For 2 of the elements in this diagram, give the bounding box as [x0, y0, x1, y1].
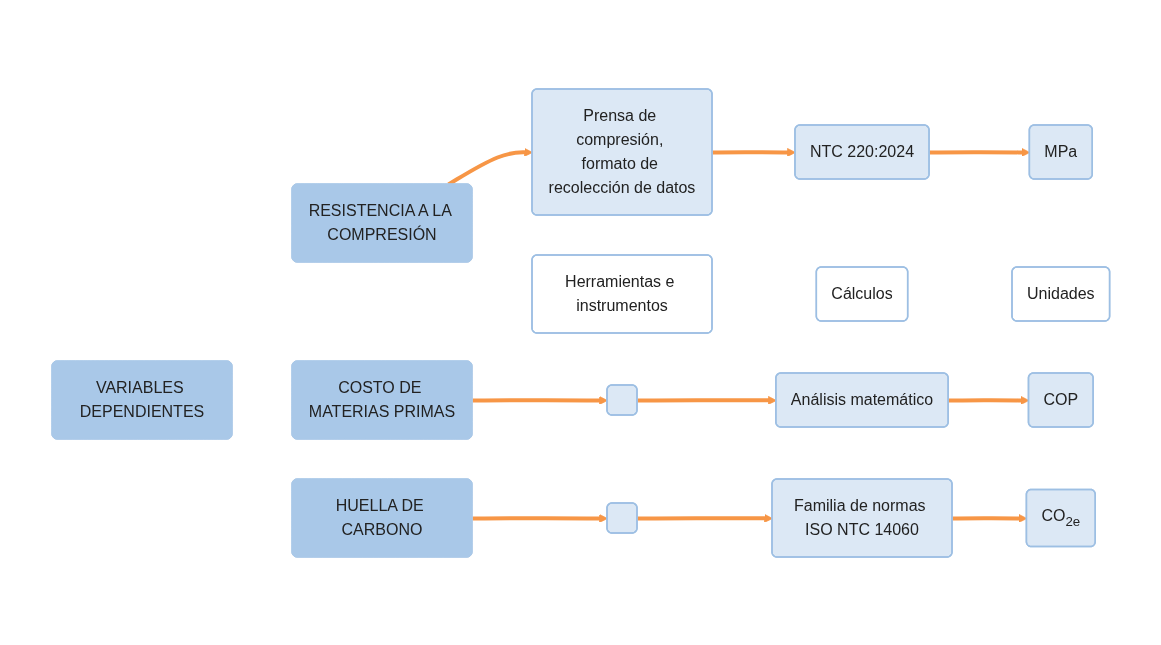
arrow	[952, 513, 1027, 523]
arrow	[929, 147, 1030, 157]
